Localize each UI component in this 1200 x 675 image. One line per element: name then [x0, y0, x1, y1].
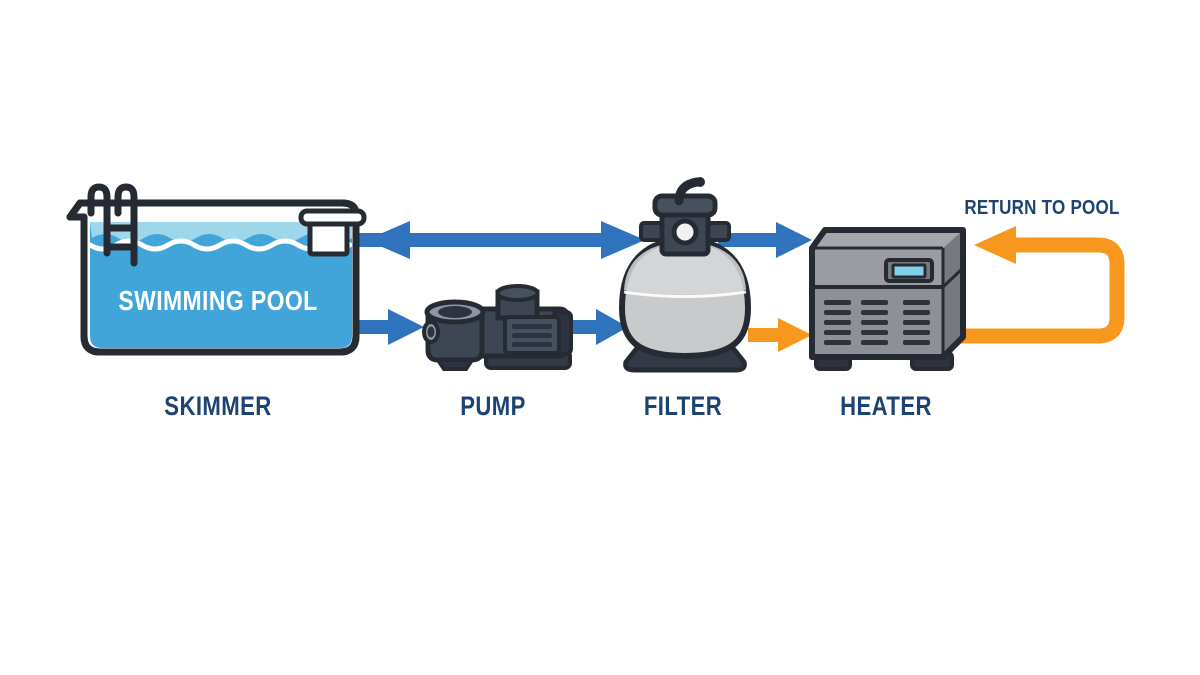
flow-arrow-filter-to-heater-top — [718, 222, 812, 258]
label-heater: HEATER — [840, 391, 932, 421]
heater-icon — [809, 227, 966, 371]
pool-water-label: SWIMMING POOL — [118, 285, 318, 316]
skimmer-basket-icon — [298, 208, 367, 257]
heater-vents — [824, 300, 930, 345]
pool-icon — [66, 199, 360, 356]
flow-arrow-filter-to-heater-bottom — [748, 318, 812, 352]
pool-water-surface — [90, 222, 352, 242]
pool-ladder-icon — [87, 183, 138, 267]
filter-icon — [618, 177, 752, 373]
flow-arrow-pool-to-pump — [356, 309, 424, 345]
flow-arrow-pump-to-filter — [565, 309, 628, 345]
label-filter: FILTER — [643, 391, 723, 421]
flow-arrow-filter-to-pool-top — [358, 221, 645, 259]
label-pump: PUMP — [460, 391, 526, 421]
flow-arrow-return-loop — [960, 226, 1125, 344]
label-return-to-pool: RETURN TO POOL — [964, 197, 1120, 219]
label-skimmer: SKIMMER — [164, 391, 272, 421]
heater-display — [884, 258, 934, 283]
pool-water — [90, 222, 352, 348]
pump-icon — [422, 284, 573, 371]
